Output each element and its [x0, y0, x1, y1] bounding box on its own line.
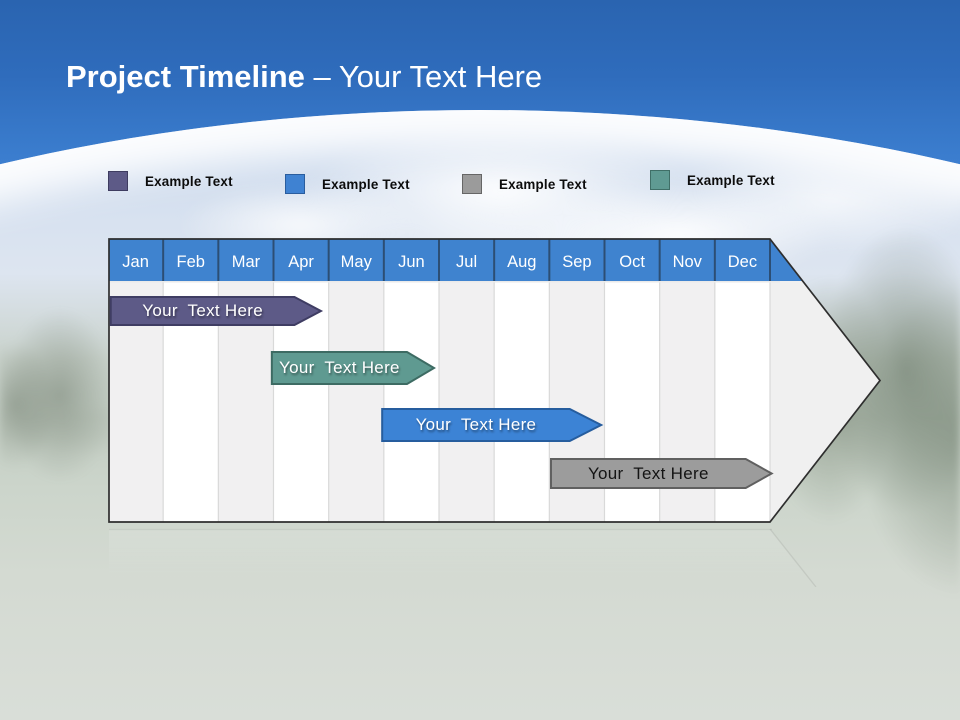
month-label-jun: Jun: [398, 253, 425, 271]
month-label-nov: Nov: [673, 253, 703, 271]
month-stripe: [439, 281, 495, 522]
month-header-band: [109, 239, 880, 281]
timeline-arrow-outline: [108, 238, 882, 523]
month-label-feb: Feb: [177, 253, 205, 271]
legend-swatch: [285, 174, 305, 194]
month-label-aug: Aug: [507, 253, 536, 271]
month-label-apr: Apr: [288, 253, 314, 271]
timeline-bar-3[interactable]: [381, 408, 604, 442]
legend-swatch: [462, 174, 482, 194]
month-label-dec: Dec: [728, 253, 757, 271]
slide-title-main: Project Timeline: [66, 59, 305, 94]
timeline-bar-4[interactable]: [549, 458, 774, 489]
legend-item-2[interactable]: Example Text: [285, 174, 410, 194]
legend-item-1[interactable]: Example Text: [108, 171, 233, 191]
month-label-mar: Mar: [232, 253, 261, 271]
slide-title[interactable]: Project Timeline – Your Text Here: [66, 58, 542, 95]
legend-item-label: Example Text: [145, 173, 233, 189]
month-stripe: [328, 281, 384, 522]
month-label-jul: Jul: [456, 253, 477, 271]
legend-item-label: Example Text: [499, 176, 587, 192]
legend-swatch: [108, 171, 128, 191]
legend-item-label: Example Text: [687, 172, 775, 188]
month-label-jan: Jan: [122, 253, 149, 271]
timeline-bar-2[interactable]: [270, 351, 436, 385]
month-label-may: May: [341, 253, 373, 271]
legend-item-3[interactable]: Example Text: [462, 174, 587, 194]
slide-title-placeholder: – Your Text Here: [304, 59, 543, 94]
month-label-oct: Oct: [619, 253, 645, 271]
timeline-bar-1[interactable]: [109, 296, 324, 326]
legend-item-label: Example Text: [322, 176, 410, 192]
legend-item-4[interactable]: Example Text: [650, 170, 775, 190]
legend-swatch: [650, 170, 670, 190]
month-label-sep: Sep: [562, 253, 591, 271]
